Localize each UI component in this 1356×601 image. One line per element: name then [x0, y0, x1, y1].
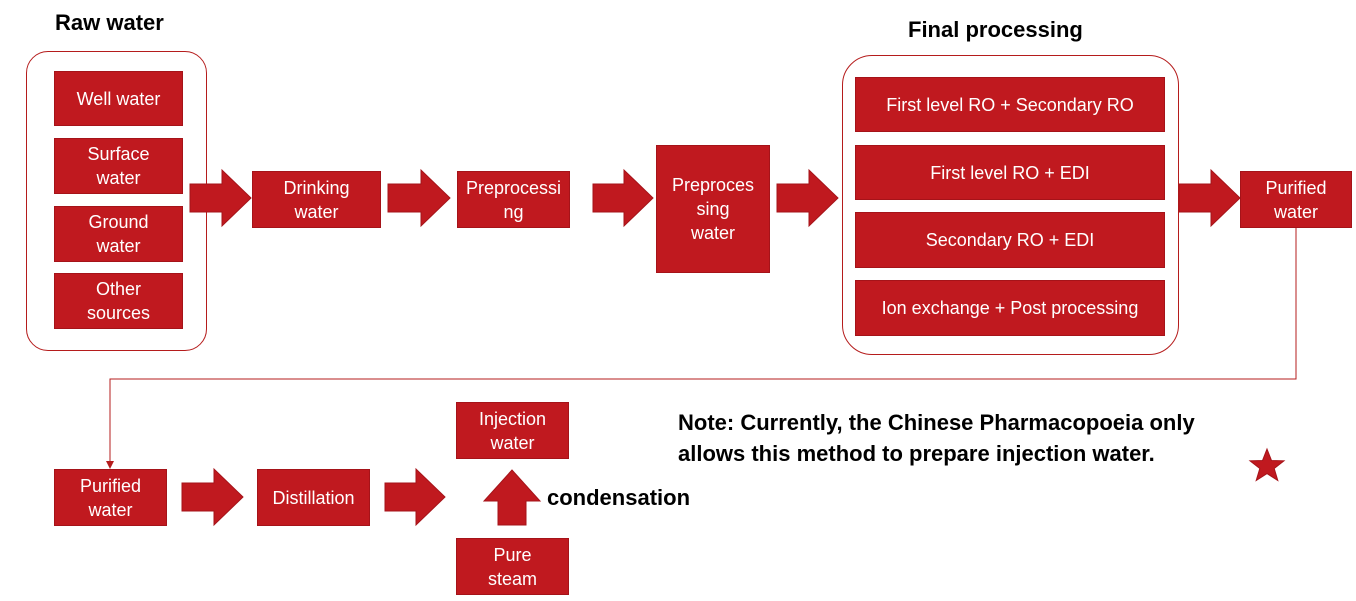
preprocessing-box: Preprocessi ng [457, 171, 570, 228]
option-first-level-ro-secondary-ro: First level RO + Secondary RO [855, 77, 1165, 132]
distillation-box: Distillation [257, 469, 370, 526]
purified-water-bottom-box: Purified water [54, 469, 167, 526]
note-text: Note: Currently, the Chinese Pharmacopoe… [678, 410, 1195, 466]
option-ion-exchange-post-processing: Ion exchange + Post processing [855, 280, 1165, 336]
arrow-final-to-purified [1178, 168, 1241, 228]
raw-water-heading: Raw water [55, 10, 164, 35]
source-ground-water: Ground water [54, 206, 183, 262]
purified-water-top-box: Purified water [1240, 171, 1352, 228]
source-surface-water: Surface water [54, 138, 183, 194]
drinking-water-box: Drinking water [252, 171, 381, 228]
final-processing-heading: Final processing [908, 17, 1083, 42]
arrow-preprocessing-water-to-final [776, 168, 839, 228]
connector-arrowhead [106, 461, 114, 469]
arrow-distillation-to-injection [384, 467, 446, 527]
arrow-drinking-to-preprocessing [387, 168, 451, 228]
connector-line [109, 228, 1297, 463]
arrow-condensation-up [482, 469, 542, 526]
pure-steam-box: Pure steam [456, 538, 569, 595]
condensation-label: condensation [547, 485, 691, 510]
option-secondary-ro-edi: Secondary RO + EDI [855, 212, 1165, 268]
arrow-preprocessing-to-preprocessing-water [592, 168, 654, 228]
arrow-purified-to-distillation [181, 467, 244, 527]
source-well-water: Well water [54, 71, 183, 126]
arrow-raw-to-drinking [189, 168, 252, 228]
injection-water-box: Injection water [456, 402, 569, 459]
star-icon [1248, 447, 1286, 482]
preprocessing-water-box: Preproces sing water [656, 145, 770, 273]
option-first-level-ro-edi: First level RO + EDI [855, 145, 1165, 200]
source-other-sources: Other sources [54, 273, 183, 329]
